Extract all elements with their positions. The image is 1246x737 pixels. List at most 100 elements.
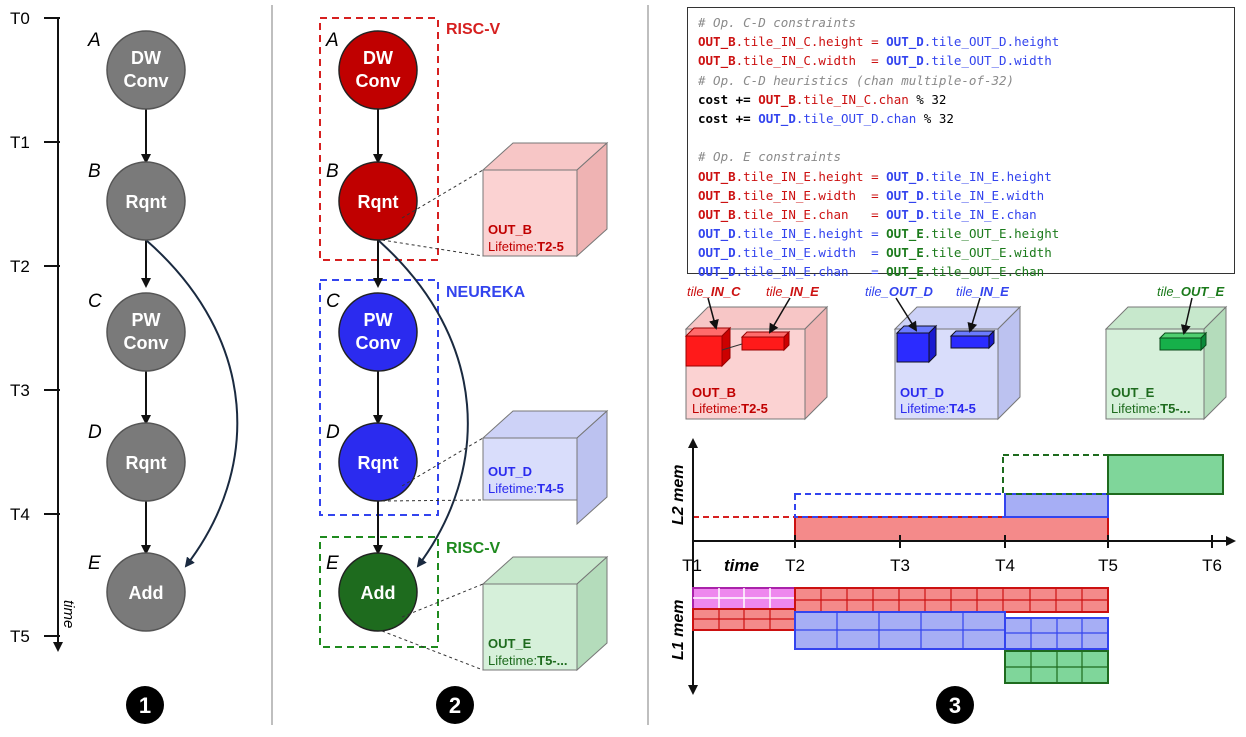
tick-label: T5 [10,627,30,646]
node-label: PW [364,310,393,330]
svg-text:Lifetime:T4-5: Lifetime:T4-5 [488,481,564,496]
lifetime-value: T4-5 [949,401,976,416]
l2-label: L2 mem [670,465,687,525]
svg-text:Lifetime:T2-5: Lifetime:T2-5 [692,401,768,416]
node-label: DW [363,48,393,68]
tile-label-suffix: IN_C [711,284,741,299]
timeline-axis-label: time [724,556,759,575]
node-label: Conv [124,71,169,91]
badge-3: 3 [936,686,974,724]
node-letter: C [88,291,102,312]
tick-label: T4 [995,556,1015,575]
panel-2: RISC-V NEUREKA RISC-V DW Conv A Rqnt B P… [319,17,609,724]
node-label: Rqnt [126,453,167,473]
cube-out-e: OUT_E Lifetime:T5-... tile_OUT_E [1104,284,1228,421]
group-label: RISC-V [446,540,501,557]
tile-label-prefix: tile_ [687,284,711,299]
tick-label: T0 [10,9,30,28]
node-letter: C [326,291,340,312]
time-axis-label: time [60,600,77,628]
node-label: DW [131,48,161,68]
lifetime-value: T5-... [537,653,567,668]
tick-label: T3 [10,381,30,400]
tick-label: T1 [10,133,30,152]
tick-label: T4 [10,505,30,524]
code-line: OUT_D.tile_IN_E.width = OUT_E.tile_OUT_E… [698,245,1052,261]
lifetime-value: T2-5 [741,401,768,416]
tick-label: T5 [1098,556,1118,575]
group-label: RISC-V [446,21,501,38]
node-label: Add [129,583,164,603]
svg-text:tile_IN_E: tile_IN_E [956,284,1009,299]
lifetime-prefix: Lifetime: [1111,401,1160,416]
code-line: OUT_D.tile_IN_E.chan = OUT_E.tile_OUT_E.… [698,264,1045,280]
node-letter: B [326,161,339,182]
node-E: Add E [326,552,418,632]
tile-label-suffix: OUT_D [889,284,934,299]
badge-2: 2 [436,686,474,724]
tile-label-prefix: tile_ [865,284,889,299]
cube-name: OUT_E [1111,385,1155,400]
code-comment: # Op. C-D heuristics (chan multiple-of-3… [698,72,1015,88]
node-label: Conv [356,71,401,91]
group-label: NEUREKA [446,284,526,301]
node-letter: E [326,553,339,574]
svg-text:Lifetime:T5-...: Lifetime:T5-... [1111,401,1190,416]
l2-out-b-reserved [692,516,796,542]
node-D: Rqnt D [88,422,186,502]
node-D: Rqnt D [326,422,418,502]
svg-text:tile_OUT_E: tile_OUT_E [1157,284,1225,299]
node-C: PW Conv C [88,291,186,372]
node-C: PW Conv C [326,291,418,372]
l2-out-d-reserved [794,493,1006,518]
tile-label-suffix: IN_E [980,284,1009,299]
l1-label: L1 mem [670,600,687,660]
panel-3: OUT_B Lifetime:T2-5 tile_IN_C tile_IN_E … [670,284,1236,724]
cube-name: OUT_D [900,385,944,400]
l2-out-e-live [1107,454,1224,495]
tensor-cube-out-b: OUT_B Lifetime:T2-5 [381,141,609,258]
lifetime-prefix: Lifetime: [488,239,537,254]
svg-text:1: 1 [139,693,151,718]
lifetime-value: T4-5 [537,481,564,496]
lifetime-value: T5-... [1160,401,1190,416]
memory-timeline: T1 T2 T3 T4 T5 T6 time L2 mem L1 mem [670,438,1236,695]
lifetime-value: T2-5 [537,239,564,254]
svg-text:2: 2 [449,693,461,718]
code-line: cost += OUT_B.tile_IN_C.chan % 32 [698,91,947,107]
cube-out-b: OUT_B Lifetime:T2-5 tile_IN_C tile_IN_E [684,284,829,421]
code-line: OUT_B.tile_IN_C.height = OUT_D.tile_OUT_… [698,34,1060,50]
l1-out-c-d [794,611,1109,650]
tensor-cube-out-d: OUT_D Lifetime:T4-5 [381,409,609,526]
node-letter: A [87,30,101,51]
svg-text:tile_IN_C: tile_IN_C [687,284,741,299]
node-label: Conv [124,333,169,353]
node-B: Rqnt B [326,161,418,241]
node-label: Add [361,583,396,603]
lifetime-prefix: Lifetime: [900,401,949,416]
code-comment: # Op. E constraints [698,149,841,165]
svg-text:tile_OUT_D: tile_OUT_D [865,284,934,299]
tensor-name: OUT_D [488,464,532,479]
svg-text:3: 3 [949,693,961,718]
tensor-name: OUT_E [488,636,532,651]
tile-label-prefix: tile_ [956,284,980,299]
l1-out-a [692,587,796,610]
node-label: Rqnt [358,453,399,473]
node-A: DW Conv A [325,30,418,110]
l1-out-e [1004,650,1109,684]
code-line: OUT_B.tile_IN_C.width = OUT_D.tile_OUT_D… [698,53,1052,69]
lifetime-prefix: Lifetime: [488,653,537,668]
node-letter: D [326,422,340,443]
node-label: Rqnt [126,192,167,212]
code-line: OUT_D.tile_IN_E.height = OUT_E.tile_OUT_… [698,226,1060,242]
tile-label-suffix: OUT_E [1181,284,1225,299]
code-line: OUT_B.tile_IN_E.chan = OUT_D.tile_IN_E.c… [698,206,1037,222]
code-line: OUT_B.tile_IN_E.width = OUT_D.tile_IN_E.… [698,187,1045,203]
l2-out-b-live [794,516,1109,542]
cube-out-d: OUT_D Lifetime:T4-5 tile_OUT_D tile_IN_E [865,284,1022,421]
code-line: OUT_B.tile_IN_E.height = OUT_D.tile_IN_E… [698,168,1052,184]
node-letter: D [88,422,102,443]
lifetime-prefix: Lifetime: [488,481,537,496]
